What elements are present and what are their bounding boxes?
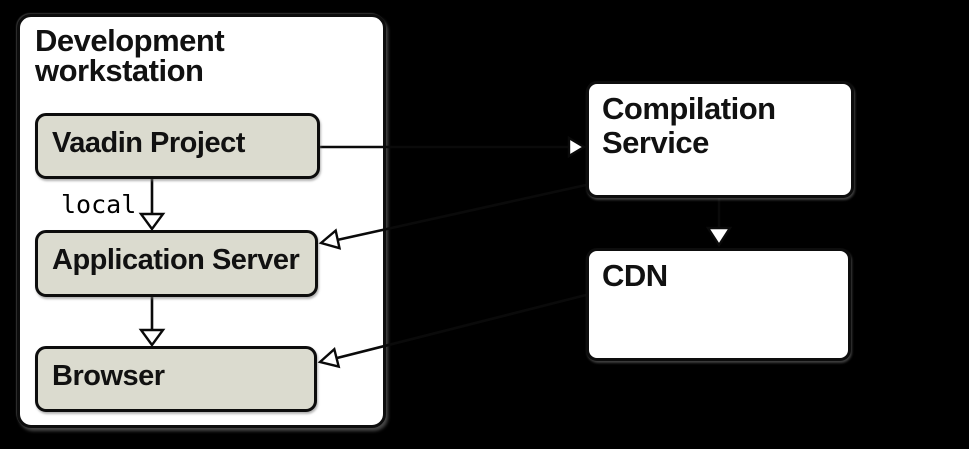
node-label: CDN [602,258,668,293]
edge-compilation-to-appserver [318,183,587,250]
edge-appserver-to-browser [138,296,166,348]
arrowhead-down-icon [705,226,733,248]
edge-vaadin-to-appserver [138,179,166,232]
edge-vaadin-to-compilation [320,135,587,159]
edge-compilation-to-cdn [705,197,733,248]
node-vaadin-project: Vaadin Project [35,113,320,179]
node-application-server: Application Server [35,230,318,297]
arrowhead-down-icon [138,212,166,232]
node-cdn: CDN [586,248,851,361]
arrowhead-right-icon [567,135,587,159]
arrowhead-left-icon [317,346,341,369]
node-label: Application Server [52,244,300,276]
node-browser: Browser [35,346,317,412]
edge-label-local: local [61,190,137,219]
node-label: Compilation Service [602,91,776,160]
node-label: Browser [52,359,165,392]
node-compilation-service: Compilation Service [586,81,854,198]
node-label: Vaadin Project [52,126,245,159]
arrowhead-down-icon [138,328,166,348]
edge-cdn-to-browser [317,293,587,369]
arrowhead-left-icon [318,228,342,250]
group-title: Development workstation [35,23,225,88]
